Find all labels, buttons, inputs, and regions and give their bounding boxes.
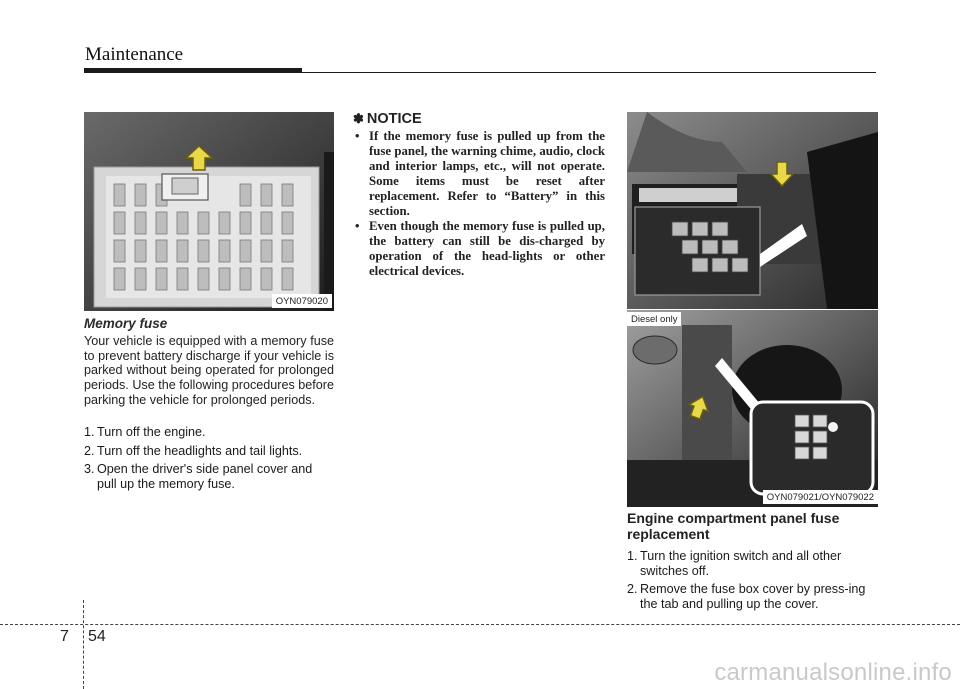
engine-fuse-steps: 1.Turn the ignition switch and all other… <box>627 549 877 616</box>
watermark: carmanualsonline.info <box>714 659 952 686</box>
fuse-slot <box>134 183 147 207</box>
fuse-panel-illustration <box>84 112 334 311</box>
fuse-slot <box>197 267 210 291</box>
fuse-slot <box>260 239 273 263</box>
memory-fuse-steps: 1.Turn off the engine. 2.Turn off the he… <box>84 425 334 496</box>
fuse-slot <box>197 239 210 263</box>
header-accent-bar <box>84 68 302 73</box>
diesel-only-label: Diesel only <box>627 312 682 326</box>
list-item: 2.Remove the fuse box cover by press-ing… <box>627 582 866 612</box>
engine-compartment-illustration <box>627 112 878 309</box>
fuse-slot <box>134 211 147 235</box>
fuse-slot <box>197 211 210 235</box>
fuse-slot <box>113 183 126 207</box>
fuse-slot <box>155 267 168 291</box>
fuse-slot <box>218 211 231 235</box>
list-item: 1.Turn off the engine. <box>84 425 206 439</box>
fuse-slot <box>281 239 294 263</box>
fuse-slot <box>113 211 126 235</box>
fuse-slot <box>281 267 294 291</box>
arrow-icon <box>769 161 795 188</box>
fuse-slot <box>113 239 126 263</box>
fuse-slot <box>281 211 294 235</box>
fuse-slot <box>134 267 147 291</box>
notice-list: •If the memory fuse is pulled up from th… <box>353 129 605 279</box>
list-item: •If the memory fuse is pulled up from th… <box>355 129 605 218</box>
fuse-slot <box>155 239 168 263</box>
fuse-slot <box>155 211 168 235</box>
diesel-engine-illustration <box>627 310 878 507</box>
fuse-slot <box>239 183 252 207</box>
fuse-slot <box>281 183 294 207</box>
page-number: 54 <box>88 628 106 645</box>
fuse-slot <box>113 267 126 291</box>
list-item: •Even though the memory fuse is pulled u… <box>355 219 605 278</box>
photo-code: OYN079020 <box>271 294 332 308</box>
fuse-slot <box>260 211 273 235</box>
header-rule <box>84 72 876 73</box>
memory-fuse-intro: Your vehicle is equipped with a memory f… <box>84 334 334 407</box>
fuse-slot <box>218 267 231 291</box>
engine-fuse-photo-diesel: Diesel only OYN079021/OYN079022 <box>627 310 878 507</box>
notice-asterisk-icon: ✽ <box>353 111 364 126</box>
section-title: Maintenance <box>85 44 184 65</box>
engine-fuse-heading: Engine compartment panel fuse replacemen… <box>627 510 840 542</box>
chapter-number: 7 <box>60 628 69 645</box>
list-item: 3.Open the driver's side panel cover and… <box>84 462 313 492</box>
fuse-slot <box>260 183 273 207</box>
footer-rule <box>0 624 960 625</box>
fuse-slot <box>239 267 252 291</box>
fuse-slot <box>176 239 189 263</box>
fuse-slot <box>239 211 252 235</box>
fuse-slot <box>134 239 147 263</box>
photo-code: OYN079021/OYN079022 <box>762 490 878 504</box>
list-item: 1.Turn the ignition switch and all other… <box>627 549 842 578</box>
memory-fuse-heading: Memory fuse <box>84 316 168 331</box>
list-item: 2.Turn off the headlights and tail light… <box>84 443 303 458</box>
memory-fuse-photo: OYN079020 <box>84 112 334 311</box>
fuse-slot <box>239 239 252 263</box>
fuse-slot <box>176 267 189 291</box>
fuse-slot <box>218 239 231 263</box>
fuse-slot <box>176 211 189 235</box>
arrow-icon <box>687 395 710 421</box>
arrow-icon <box>184 144 214 171</box>
engine-fuse-photo-top <box>627 112 878 309</box>
footer-divider <box>83 600 84 689</box>
notice-title: ✽NOTICE <box>353 111 422 127</box>
fuse-slot <box>260 267 273 291</box>
